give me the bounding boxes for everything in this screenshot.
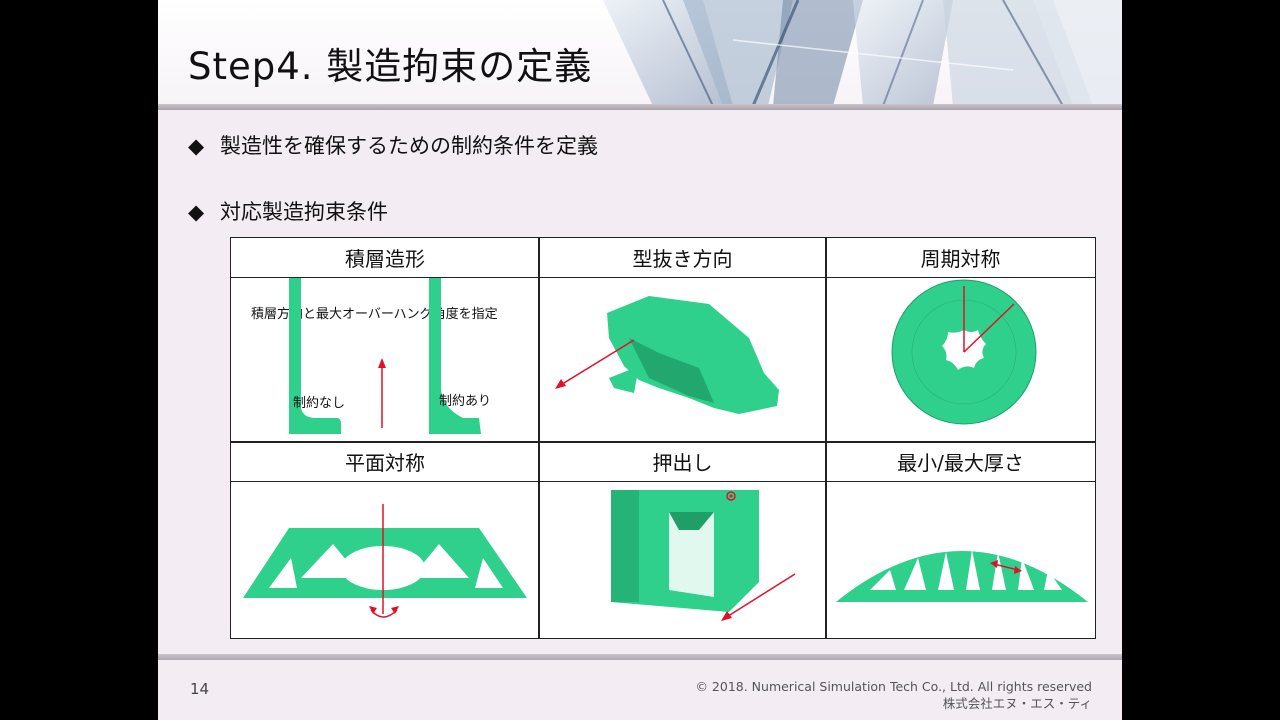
table-divider (538, 238, 540, 638)
page-number: 14 (190, 680, 210, 698)
bullet-text-2: 対応製造拘束条件 (220, 200, 388, 224)
copyright-text: © 2018. Numerical Simulation Tech Co., L… (695, 679, 1092, 694)
bullet-item-1: ◆ 製造性を確保するための制約条件を定義 (188, 130, 598, 160)
draw-direction-figure (555, 296, 779, 414)
bullet-item-2: ◆ 対応製造拘束条件 (188, 196, 388, 226)
header-planar-symmetry: 平面対称 (231, 442, 539, 482)
label-with-constraint: 制約あり (439, 394, 492, 409)
copyright-notice: © 2018. Numerical Simulation Tech Co., L… (695, 678, 1092, 712)
additive-manufacturing-figure: 積層方向と最大オーバーハング角度を指定 制約なし 制約あり (231, 278, 538, 441)
constraint-table: 積層造形 型抜き方向 周期対称 平面対称 押出し 最小/最大厚さ 積層方向と最大… (230, 237, 1096, 639)
cyclic-symmetry-figure (891, 279, 1037, 425)
slide: Step4. 製造拘束の定義 ◆ 製造性を確保するための制約条件を定義 ◆ 対応製造… (158, 0, 1122, 720)
table-divider (825, 238, 827, 638)
header-cyclic-symmetry: 周期対称 (826, 238, 1095, 278)
slide-title: Step4. 製造拘束の定義 (188, 45, 593, 88)
header-extrusion: 押出し (539, 442, 826, 482)
header-draw-direction: 型抜き方向 (539, 238, 826, 278)
glass-architecture-decoration (603, 0, 1122, 106)
thickness-figure (836, 550, 1088, 602)
planar-symmetry-figure (243, 504, 527, 618)
slide-header: Step4. 製造拘束の定義 (158, 0, 1122, 106)
header-additive: 積層造形 (231, 238, 539, 278)
extrusion-figure (611, 490, 796, 621)
table-divider (231, 441, 1095, 443)
header-thickness: 最小/最大厚さ (826, 442, 1095, 482)
diamond-bullet-icon: ◆ (188, 134, 205, 158)
footer-divider (158, 654, 1122, 660)
additive-profiles (289, 278, 481, 434)
header-divider (158, 104, 1122, 110)
label-without-constraint: 制約なし (293, 396, 346, 411)
diamond-bullet-icon: ◆ (188, 200, 205, 224)
bullet-text-1: 製造性を確保するための制約条件を定義 (220, 134, 598, 158)
company-name: 株式会社エヌ・エス・ティ (942, 696, 1092, 711)
